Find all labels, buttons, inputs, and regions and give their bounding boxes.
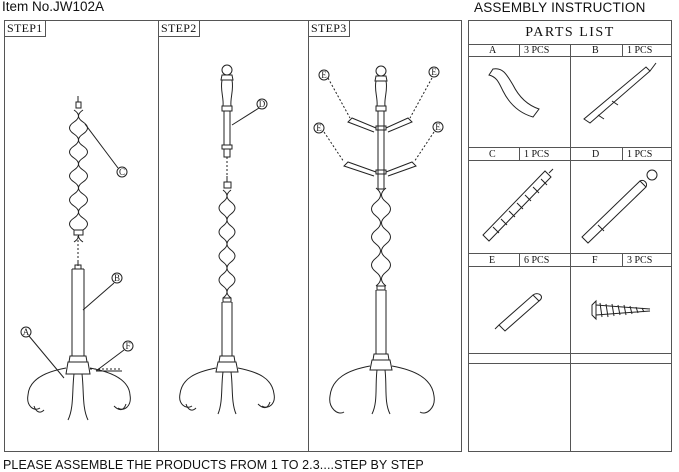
part-qty: 1 PCS <box>519 148 549 160</box>
step-1-label: STEP1 <box>5 21 46 37</box>
part-cell-c: C 1 PCS <box>469 148 570 253</box>
part-a-icon <box>488 68 540 118</box>
callout-b: B <box>114 273 120 283</box>
step-2-panel: STEP2 <box>159 21 309 451</box>
parts-list-title: PARTS LIST <box>469 21 671 45</box>
part-qty: 6 PCS <box>519 254 549 266</box>
parts-grid-divider <box>570 44 571 451</box>
step-1-panel: STEP1 <box>5 21 159 451</box>
part-cell-d: D 1 PCS <box>570 148 671 253</box>
callout-e-3: E <box>316 123 322 133</box>
part-qty: 3 PCS <box>622 254 652 266</box>
part-c-icon <box>482 168 554 242</box>
step-3-panel: STEP3 <box>309 21 461 451</box>
parts-row-divider <box>469 147 671 148</box>
parts-row-divider <box>469 353 671 354</box>
steps-panel: STEP1 STEP2 STEP3 <box>4 20 462 452</box>
step-1-drawing: C B A F <box>20 96 134 421</box>
step-3-drawing: E E E E <box>313 65 444 415</box>
part-cell-b: B 1 PCS <box>570 44 671 147</box>
part-letter: A <box>489 45 497 56</box>
part-d-icon <box>581 169 658 244</box>
part-letter: B <box>592 45 599 56</box>
parts-row-divider <box>469 253 671 254</box>
callout-d: D <box>259 99 266 109</box>
part-letter: F <box>592 255 598 266</box>
part-f-screw-icon <box>591 299 651 321</box>
part-cell-a: A 3 PCS <box>469 44 570 147</box>
step-3-label: STEP3 <box>309 21 350 37</box>
callout-e-2: E <box>431 67 437 77</box>
callout-f: F <box>125 341 130 351</box>
part-letter: C <box>489 149 496 160</box>
callout-e-1: E <box>321 70 327 80</box>
part-e-icon <box>494 293 542 332</box>
assembly-instruction-title: ASSEMBLY INSTRUCTION <box>474 0 646 15</box>
part-b-icon <box>583 62 657 124</box>
part-qty: 1 PCS <box>622 44 652 56</box>
callout-c: C <box>119 167 125 177</box>
step-2-drawing: D <box>179 64 275 415</box>
parts-row-divider <box>469 363 671 364</box>
callout-e-4: E <box>435 122 441 132</box>
part-letter: D <box>592 149 600 160</box>
parts-list-panel: PARTS LIST A 3 PCS B 1 PCS <box>468 20 672 452</box>
callout-a: A <box>23 327 30 337</box>
step-2-label: STEP2 <box>159 21 200 37</box>
part-qty: 3 PCS <box>519 44 549 56</box>
part-letter: E <box>489 255 496 266</box>
item-number: Item No.JW102A <box>2 0 105 14</box>
part-cell-f: F 3 PCS <box>570 254 671 353</box>
part-qty: 1 PCS <box>622 148 652 160</box>
footer-note: PLEASE ASSEMBLE THE PRODUCTS FROM 1 TO 2… <box>3 458 424 472</box>
part-cell-e: E 6 PCS <box>469 254 570 353</box>
